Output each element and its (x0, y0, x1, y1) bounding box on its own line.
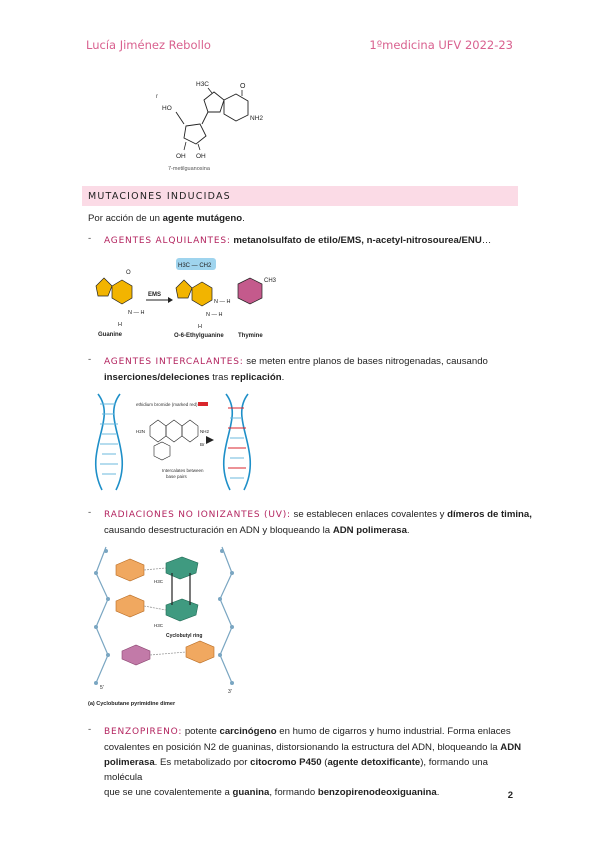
section-bar (82, 186, 518, 206)
fig2-guanine: Guanine (98, 332, 123, 338)
svg-text:H: H (118, 322, 122, 328)
page-number: 2 (507, 790, 513, 801)
bullet-benzopireno: BENZOPIRENO: potente carcinógeno en humo… (104, 726, 522, 798)
fig2-ethyl: H3C — CH2 (178, 263, 212, 269)
section-title: MUTACIONES INDUCIDAS (88, 191, 231, 202)
fig4-five1: 5' (100, 685, 104, 691)
fig4-caption: (a) Cyclobutane pyrimidine dimer (88, 701, 176, 707)
fig4-h3c1: H3C (154, 579, 164, 584)
fig1-oh1: OH (176, 153, 186, 160)
figure-thymine-dimer: H3C H3C Cyclobutyl ring 5' 3' (a) Cyclob… (86, 543, 246, 713)
bullet-dash-1: - (88, 233, 92, 244)
fig4-five2: 3' (228, 689, 232, 695)
fig3-label-top: ethidium bromide (marked red) (136, 402, 198, 407)
fig2-ch3: CH3 (264, 278, 277, 284)
intro-paragraph: Por acción de un agente mutágeno. (88, 213, 245, 224)
bullet-radiaciones: RADIACIONES NO IONIZANTES (UV): se estab… (104, 509, 532, 536)
bullet-dash-3: - (88, 507, 92, 518)
fig2-ems: EMS (148, 292, 161, 298)
fig3-label-bottom2: base pairs (166, 474, 188, 479)
fig1-caption: 7-metilguanosina (168, 166, 211, 172)
bullet-dash-4: - (88, 724, 92, 735)
fig1-nh2: NH2 (250, 115, 263, 122)
fig2-o6: O-6-Ethylguanine (174, 333, 224, 339)
fig1-ho: HO (162, 105, 172, 112)
figure-7-methylguanosine: r H3C O NH2 HO OH OH 7-metilguanosina (150, 74, 280, 174)
fig4-h3c2: H3C (154, 623, 164, 628)
bullet-dash-2: - (88, 354, 92, 365)
fig1-oh2: OH (196, 153, 206, 160)
header-author: Lucía Jiménez Rebollo (86, 38, 211, 52)
svg-text:H: H (198, 324, 202, 330)
fig1-o: O (240, 83, 246, 90)
fig4-ring: Cyclobutyl ring (166, 633, 202, 639)
fig3-label-bottom1: Intercalates between (162, 468, 204, 473)
svg-text:N — H: N — H (128, 310, 145, 316)
svg-text:N — H: N — H (206, 312, 223, 318)
header-course: 1ºmedicina UFV 2022-23 (369, 38, 513, 52)
bullet-intercalantes: AGENTES INTERCALANTES: se meten entre pl… (104, 356, 488, 383)
fig3-nh2: NH2 (200, 429, 209, 434)
figure-alkylation: O N — H H Guanine EMS H3C — CH2 N — H N … (88, 256, 288, 340)
figure-intercalation: ethidium bromide (marked red) H2N NH2 Br… (88, 390, 258, 495)
svg-text:N — H: N — H (214, 299, 231, 305)
svg-text:O: O (126, 270, 131, 276)
fig2-thymine: Thymine (238, 333, 263, 339)
fig3-h2n: H2N (136, 429, 145, 434)
fig1-r: r (156, 94, 158, 100)
fig3-br: Br (200, 442, 205, 447)
fig1-ch3: H3C (196, 81, 209, 88)
bullet-alquilantes: AGENTES ALQUILANTES: metanolsulfato de e… (104, 235, 492, 246)
